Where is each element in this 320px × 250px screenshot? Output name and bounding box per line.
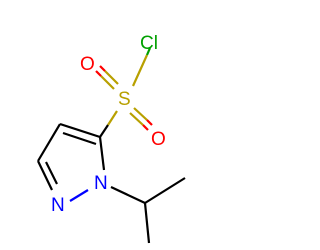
bond-c5-c4	[59, 122, 101, 139]
bond-ch-ch3a	[144, 177, 186, 204]
atom-o2-label: O	[151, 129, 166, 150]
bond-s-o1-b2	[99, 65, 106, 72]
bond-s-o1-a2	[95, 70, 102, 77]
bond-c3-n2-inner	[45, 161, 58, 185]
bond-c3-n2	[37, 160, 53, 191]
atom-cl-label: Cl	[140, 33, 158, 54]
atom-s-label: S	[118, 89, 131, 110]
bonds	[37, 47, 186, 244]
molecule-structure-diagram: Cl S O O N N	[37, 33, 186, 244]
bond-s-o2-b2	[142, 124, 149, 131]
bond-s-o1-a	[100, 75, 115, 90]
bond-s-o2-a	[133, 107, 148, 121]
bond-n1-ch	[110, 186, 146, 204]
bond-n2-n1	[69, 189, 89, 202]
bond-s-o1-b	[104, 70, 119, 85]
bond-c5-c4-inner	[62, 131, 97, 146]
bond-s-o2-b	[129, 112, 144, 126]
bond-n1-c5	[98, 136, 106, 171]
atom-o1-label: O	[80, 54, 95, 75]
atom-n1-label: N	[94, 173, 108, 194]
bond-ch-ch3b	[143, 202, 151, 244]
bond-s-c5-2	[99, 124, 109, 138]
atom-labels: Cl S O O N N	[51, 33, 166, 216]
bond-s-cl	[131, 54, 149, 87]
bond-s-cl-2	[145, 47, 152, 56]
bond-s-o2-a2	[146, 119, 153, 126]
bond-s-c5	[107, 110, 118, 126]
atom-n2-label: N	[51, 195, 65, 216]
bond-c4-c3	[37, 123, 61, 162]
